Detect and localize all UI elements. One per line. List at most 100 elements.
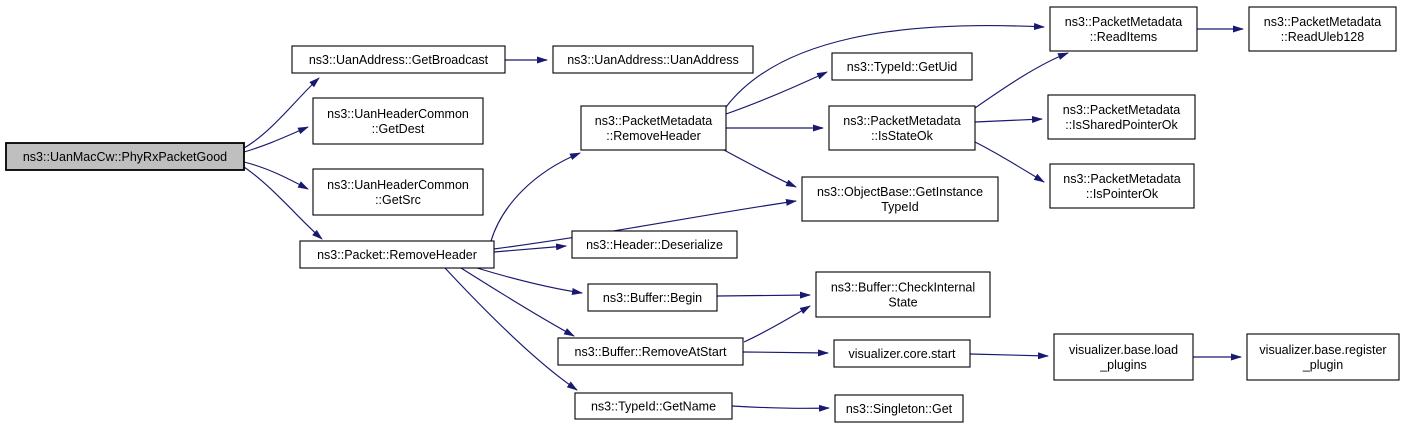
edges-layer [243,23,1244,412]
edge-phy-rx-packet-good-to-uan-get-broadcast [243,77,320,149]
edge-packet-remove-header-to-buffer-begin [476,267,583,295]
node-box[interactable] [833,339,971,368]
node-label: ns3::UanHeaderCommon [327,178,469,192]
node-visualizer-base-load-plugins[interactable]: visualizer.base.load_plugins [1053,333,1194,381]
node-label: ::RemoveHeader [606,129,701,143]
node-label: ns3::UanAddress::UanAddress [567,53,739,67]
node-box[interactable] [312,168,484,216]
edge-phy-rx-packet-good-to-uan-get-src [243,161,309,190]
node-box[interactable] [1049,6,1198,52]
edge-pm-is-state-ok-to-pm-read-items [974,52,1069,109]
node-label: ns3::PacketMetadata [595,114,712,128]
node-label: visualizer.core.start [849,347,957,361]
node-label: ns3::PacketMetadata [1065,15,1182,29]
edge-pm-remove-header-to-typeid-get-uid [725,71,828,115]
edge-typeid-get-name-to-singleton-get [731,404,830,412]
node-label: ns3::Packet::RemoveHeader [317,248,477,262]
node-singleton-get[interactable]: ns3::Singleton::Get [834,394,964,423]
node-box[interactable] [1053,333,1194,381]
node-box[interactable] [587,283,718,312]
node-box[interactable] [828,105,976,151]
node-box[interactable] [552,45,754,74]
node-box[interactable] [574,392,733,420]
node-box[interactable] [312,97,484,145]
edge-packet-remove-header-to-buffer-remove-at-start [460,267,575,337]
node-label: ns3::PacketMetadata [1264,15,1381,29]
node-uan-get-broadcast[interactable]: ns3::UanAddress::GetBroadcast [291,45,506,74]
node-box[interactable] [801,176,999,222]
node-box[interactable] [1049,163,1195,209]
edge-pm-remove-header-to-pm-read-items [725,23,1045,108]
node-label: visualizer.base.register [1259,343,1386,357]
node-pm-is-shared-pointer-ok[interactable]: ns3::PacketMetadata::IsSharedPointerOk [1047,94,1196,140]
edge-visualizer-core-start-to-visualizer-base-load-plugins [969,352,1049,360]
node-label: ns3::Buffer::CheckInternal [831,281,975,295]
node-label: ns3::PacketMetadata [1063,172,1180,186]
node-label: ns3::PacketMetadata [1063,103,1180,117]
edge-packet-remove-header-to-header-deserialize [493,243,567,253]
node-label: ::GetSrc [375,193,421,207]
node-label: ns3::TypeId::GetName [591,400,716,414]
node-pm-remove-header[interactable]: ns3::PacketMetadata::RemoveHeader [580,105,727,151]
node-label: ns3::UanHeaderCommon [327,107,469,121]
edge-packet-remove-header-to-pm-remove-header [490,152,581,242]
node-box[interactable] [1246,333,1400,381]
node-pm-is-state-ok[interactable]: ns3::PacketMetadata::IsStateOk [828,105,976,151]
node-label: ::IsStateOk [871,129,934,143]
edge-buffer-remove-at-start-to-buffer-check-internal-state [743,305,811,343]
edge-packet-remove-header-to-objectbase-get-instance-typeid [493,199,797,250]
edge-pm-is-state-ok-to-pm-is-pointer-ok [974,141,1045,183]
node-pm-read-items[interactable]: ns3::PacketMetadata::ReadItems [1049,6,1198,52]
node-typeid-get-uid[interactable]: ns3::TypeId::GetUid [831,52,973,81]
node-label: ::IsPointerOk [1086,187,1159,201]
node-box[interactable] [831,52,973,81]
node-label: TypeId [881,200,919,214]
node-phy-rx-packet-good: ns3::UanMacCw::PhyRxPacketGood [5,142,245,171]
node-box[interactable] [557,337,744,366]
node-label: ns3::Singleton::Get [846,402,953,416]
node-label: ns3::ObjectBase::GetInstance [817,185,983,199]
node-pm-read-uleb128[interactable]: ns3::PacketMetadata::ReadUleb128 [1248,6,1397,52]
node-pm-is-pointer-ok[interactable]: ns3::PacketMetadata::IsPointerOk [1049,163,1195,209]
node-typeid-get-name[interactable]: ns3::TypeId::GetName [574,392,733,420]
node-box[interactable] [834,394,964,423]
node-label: ::ReadUleb128 [1281,30,1364,44]
node-label: ns3::Buffer::RemoveAtStart [575,345,727,359]
edge-phy-rx-packet-good-to-packet-remove-header [243,166,323,240]
node-box[interactable] [299,240,495,269]
node-box [5,142,245,171]
nodes-layer: ns3::UanMacCw::PhyRxPacketGood ns3::UanAd… [5,6,1400,423]
node-uan-get-dest[interactable]: ns3::UanHeaderCommon::GetDest [312,97,484,145]
node-label: ns3::UanMacCw::PhyRxPacketGood [23,150,227,164]
edge-buffer-remove-at-start-to-visualizer-core-start [742,349,829,357]
node-label: ns3::PacketMetadata [843,114,960,128]
node-buffer-begin[interactable]: ns3::Buffer::Begin [587,283,718,312]
node-label: _plugins [1099,358,1147,372]
node-box[interactable] [291,45,506,74]
node-packet-remove-header[interactable]: ns3::Packet::RemoveHeader [299,240,495,269]
node-label: ns3::TypeId::GetUid [847,60,958,74]
node-box[interactable] [571,230,738,259]
node-label: ::ReadItems [1090,30,1157,44]
node-visualizer-core-start[interactable]: visualizer.core.start [833,339,971,368]
node-uan-uanaddress[interactable]: ns3::UanAddress::UanAddress [552,45,754,74]
edge-pm-remove-header-to-objectbase-get-instance-typeid [723,149,797,188]
node-label: State [888,296,917,310]
node-label: ::IsSharedPointerOk [1065,118,1178,132]
node-box[interactable] [815,271,991,318]
node-visualizer-base-register-plugin[interactable]: visualizer.base.register_plugin [1246,333,1400,381]
node-buffer-remove-at-start[interactable]: ns3::Buffer::RemoveAtStart [557,337,744,366]
edge-phy-rx-packet-good-to-uan-get-dest [243,126,309,153]
node-uan-get-src[interactable]: ns3::UanHeaderCommon::GetSrc [312,168,484,216]
edge-packet-remove-header-to-typeid-get-name [444,267,578,391]
node-label: ::GetDest [372,122,425,136]
node-box[interactable] [1248,6,1397,52]
node-box[interactable] [580,105,727,151]
edge-pm-is-state-ok-to-pm-is-shared-pointer-ok [974,115,1043,123]
node-box[interactable] [1047,94,1196,140]
node-header-deserialize[interactable]: ns3::Header::Deserialize [571,230,738,259]
